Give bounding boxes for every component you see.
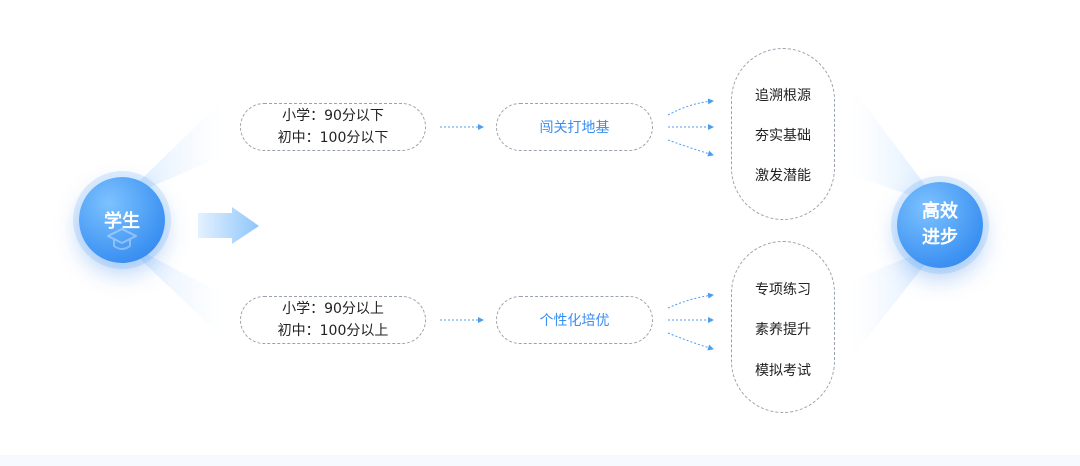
bottom-band <box>0 455 1080 466</box>
arrow-track2-up <box>667 292 714 309</box>
criteria-junior: 初中：100分以上 <box>277 323 389 339</box>
criteria-primary: 小学：90分以上 <box>282 301 384 317</box>
track-pill-foundation: 闯关打地基 <box>496 103 653 151</box>
criteria-pill-below: 小学：90分以下 初中：100分以下 <box>240 103 426 151</box>
outcome-item: 模拟考试 <box>755 363 811 379</box>
criteria-pill-above: 小学：90分以上 初中：100分以上 <box>240 296 426 344</box>
criteria-junior: 初中：100分以下 <box>277 130 389 146</box>
outcome-item: 专项练习 <box>755 282 811 298</box>
outcome-item: 激发潜能 <box>755 168 811 184</box>
arrow-track1-down <box>667 139 714 157</box>
right-fan-top <box>850 85 940 205</box>
track-label: 闯关打地基 <box>539 120 610 136</box>
track-label: 个性化培优 <box>539 313 610 329</box>
left-fan-top <box>120 98 225 200</box>
left-fan-bottom <box>120 240 225 340</box>
outcome-oval-foundation: 追溯根源 夯实基础 激发潜能 <box>731 48 835 220</box>
center-arrow <box>198 207 259 244</box>
student-circle: 学生 <box>79 177 165 263</box>
outcome-item: 追溯根源 <box>755 88 811 104</box>
right-fan-bottom <box>850 245 940 360</box>
outcome-oval-enrichment: 专项练习 素养提升 模拟考试 <box>731 241 835 413</box>
arrow-track2-down <box>667 332 714 351</box>
outcome-item: 素养提升 <box>755 322 811 338</box>
arrow-track1-up <box>667 98 714 116</box>
track-pill-enrichment: 个性化培优 <box>496 296 653 344</box>
outcome-item: 夯实基础 <box>755 128 811 144</box>
criteria-primary: 小学：90分以下 <box>282 108 384 124</box>
graduation-cap-icon <box>107 227 137 250</box>
student-label: 学生 <box>104 211 140 232</box>
progress-circle: 高效 进步 <box>897 182 983 268</box>
progress-label-line1: 高效 <box>922 201 958 222</box>
progress-label-line2: 进步 <box>922 227 958 248</box>
